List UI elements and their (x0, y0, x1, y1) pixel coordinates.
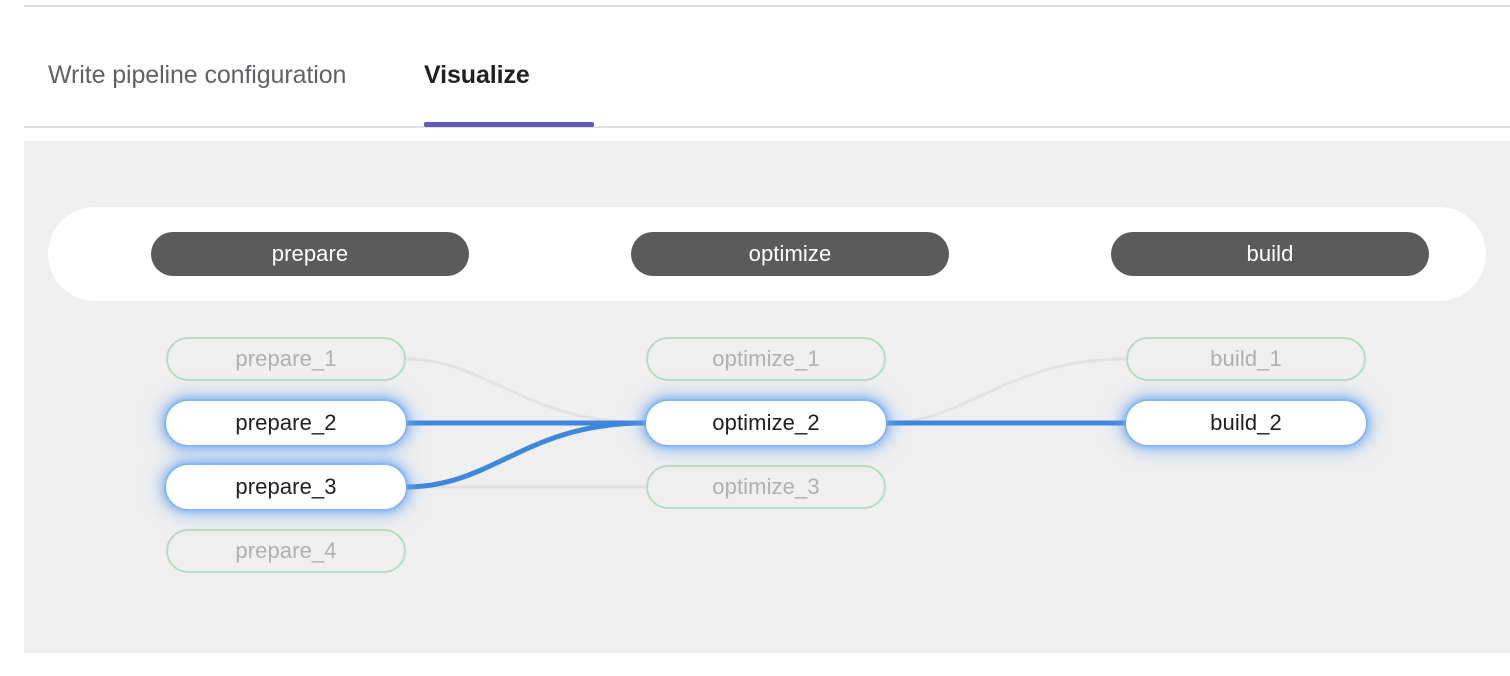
job-node-label: prepare_1 (235, 346, 337, 371)
top-divider (24, 5, 1510, 7)
job-node-prepare_4[interactable]: prepare_4 (166, 529, 406, 573)
edge-optimize_2-to-build_1 (884, 357, 1128, 425)
job-node-label: build_1 (1210, 346, 1282, 371)
job-node-label: build_2 (1210, 410, 1282, 435)
stage-header-strip: prepare optimize build (48, 207, 1486, 301)
stage-pill-build[interactable]: build (1111, 232, 1429, 276)
job-node-label: prepare_3 (235, 474, 337, 499)
tab-write-pipeline-configuration[interactable]: Write pipeline configuration (48, 34, 346, 126)
stage-pill-prepare[interactable]: prepare (151, 232, 469, 276)
job-node-label: prepare_4 (235, 538, 337, 563)
job-node-prepare_1[interactable]: prepare_1 (166, 337, 406, 381)
active-tab-indicator (424, 122, 594, 127)
job-node-optimize_3[interactable]: optimize_3 (646, 465, 886, 509)
tab-visualize[interactable]: Visualize (424, 34, 530, 126)
job-node-optimize_2[interactable]: optimize_2 (646, 401, 886, 445)
job-node-label: optimize_1 (712, 346, 820, 371)
tab-write-pipeline-configuration-label: Write pipeline configuration (48, 61, 347, 89)
stage-pill-label: build (1246, 241, 1294, 266)
job-node-build_1[interactable]: build_1 (1126, 337, 1366, 381)
job-node-label: optimize_3 (712, 474, 820, 499)
job-node-optimize_1[interactable]: optimize_1 (646, 337, 886, 381)
stage-pill-label: optimize (748, 241, 832, 266)
job-node-build_2[interactable]: build_2 (1126, 401, 1366, 445)
tab-visualize-label: Visualize (424, 61, 530, 89)
edge-prepare_1-to-optimize_1 (404, 357, 648, 425)
stage-pill-label: prepare (271, 241, 349, 266)
tab-bar: Write pipeline configuration Visualize (24, 34, 1510, 128)
stage-pill-optimize[interactable]: optimize (631, 232, 949, 276)
job-node-label: prepare_2 (235, 410, 337, 435)
job-node-label: optimize_2 (712, 410, 820, 435)
job-node-prepare_3[interactable]: prepare_3 (166, 465, 406, 509)
edge-prepare_3-to-optimize_2 (403, 420, 649, 490)
job-node-prepare_2[interactable]: prepare_2 (166, 401, 406, 445)
